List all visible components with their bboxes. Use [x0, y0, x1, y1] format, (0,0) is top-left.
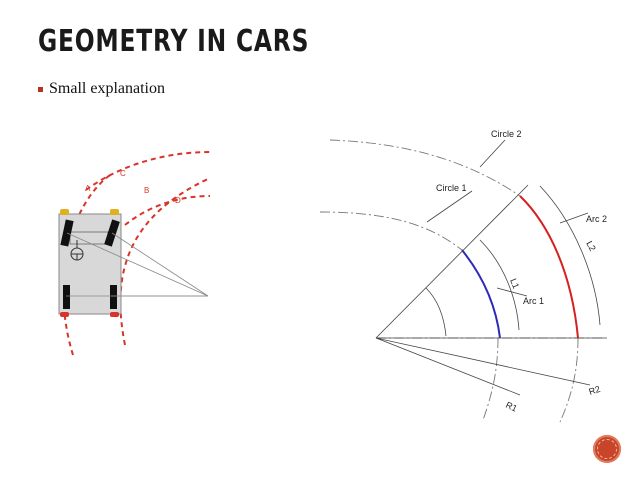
circle-2-lower	[559, 337, 579, 423]
slide-title: GEOMETRY IN CARS	[38, 24, 310, 59]
wheel-rear-left	[63, 285, 70, 309]
path-c	[85, 151, 211, 191]
path-b	[119, 177, 211, 346]
circle-1-lower	[482, 337, 499, 421]
path-label-c: C	[120, 169, 126, 178]
label-circle-1: Circle 1	[436, 183, 467, 193]
bullet-text: Small explanation	[49, 80, 165, 97]
wheel-rear-right	[110, 285, 117, 309]
label-l2: L2	[584, 239, 598, 253]
path-label-b: B	[144, 186, 149, 195]
arc-2	[519, 195, 579, 339]
label-r1: R1	[504, 400, 519, 414]
circle-2-outer	[329, 139, 521, 197]
circle-1-outer	[319, 211, 463, 251]
taillight-right	[110, 312, 119, 317]
headlight-left	[60, 209, 69, 215]
slide-number-badge	[593, 435, 621, 463]
l1-dimension	[479, 239, 520, 331]
label-arc-1: Arc 1	[523, 296, 544, 306]
path-label-d: D	[175, 196, 181, 205]
label-circle-2: Circle 2	[491, 129, 522, 139]
label-l1: L1	[508, 277, 521, 290]
bullet-icon	[38, 86, 43, 92]
taillight-left	[60, 312, 69, 317]
label-arc-2: Arc 2	[586, 214, 607, 224]
path-label-a: A	[85, 184, 91, 193]
arc-1	[461, 249, 501, 339]
headlight-right	[110, 209, 119, 215]
bullet-item: Small explanation	[38, 80, 165, 98]
path-d	[124, 195, 211, 226]
label-r2: R2	[588, 384, 602, 397]
l2-dimension	[539, 185, 601, 326]
